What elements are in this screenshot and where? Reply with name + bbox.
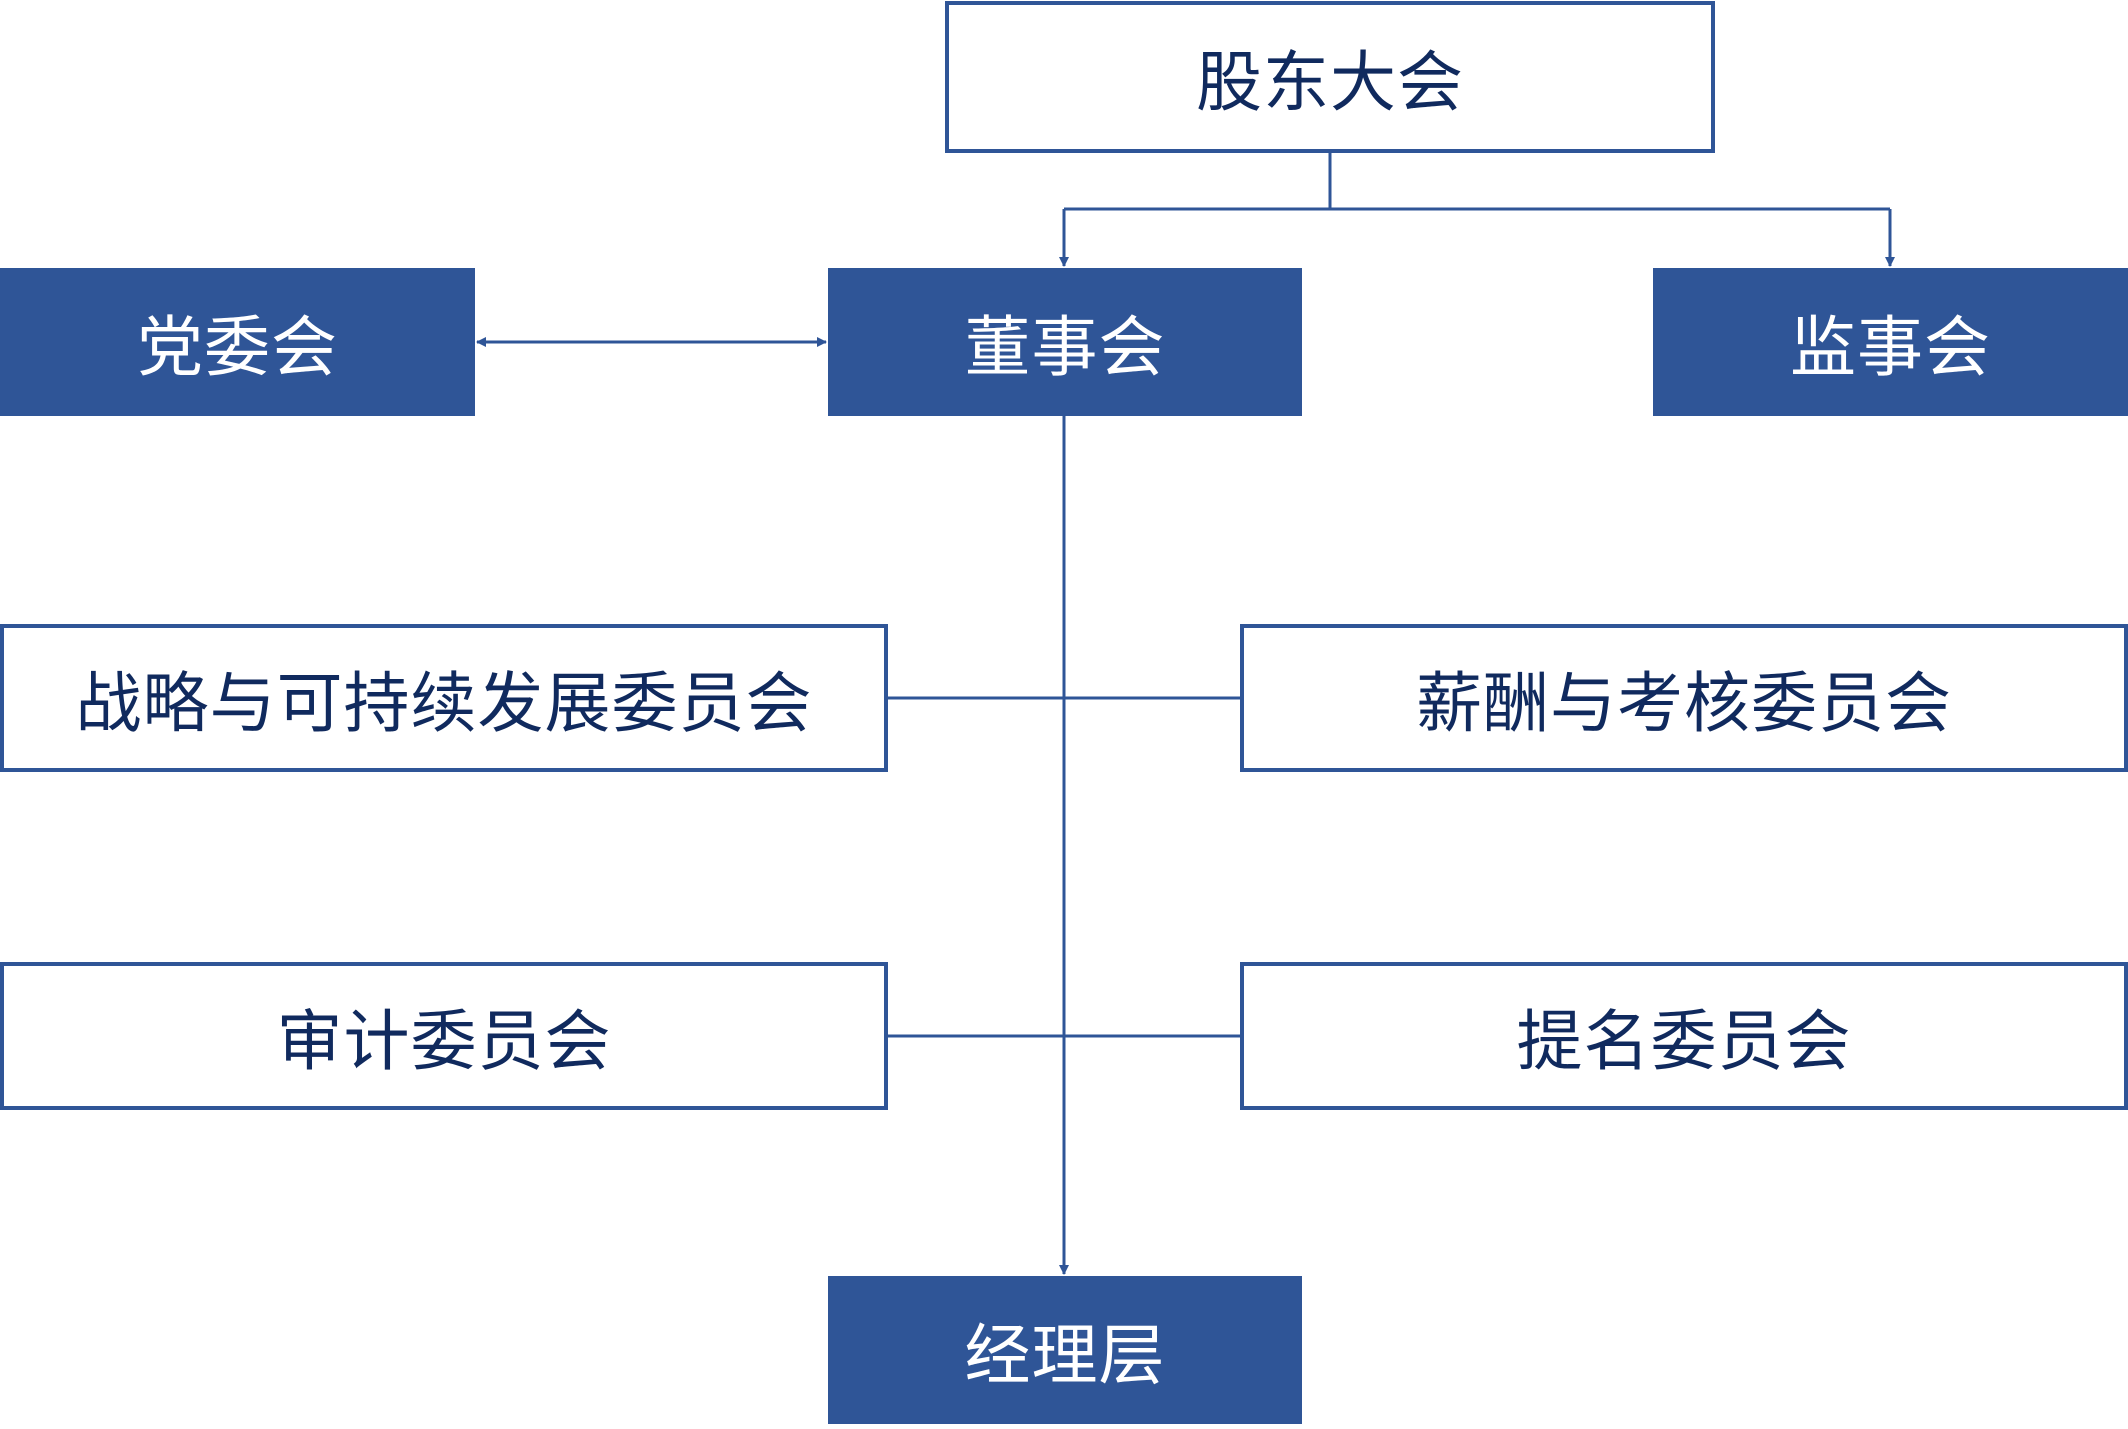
node-nomination-committee: 提名委员会 (1240, 962, 2128, 1110)
node-audit-committee: 审计委员会 (0, 962, 888, 1110)
node-management-label: 经理层 (964, 1317, 1166, 1394)
node-supervisory-board: 监事会 (1653, 268, 2128, 416)
node-board-of-directors: 董事会 (828, 268, 1302, 416)
node-management: 经理层 (828, 1276, 1302, 1424)
node-nomination-committee-label: 提名委员会 (1516, 1003, 1852, 1080)
node-compensation-committee-label: 薪酬与考核委员会 (1416, 665, 1952, 742)
node-strategy-committee: 战略与可持续发展委员会 (0, 624, 888, 772)
node-audit-committee-label: 审计委员会 (276, 1003, 612, 1080)
node-board-of-directors-label: 董事会 (964, 309, 1166, 386)
node-shareholders-meeting: 股东大会 (945, 1, 1715, 153)
node-strategy-committee-label: 战略与可持续发展委员会 (75, 665, 813, 742)
node-party-committee-label: 党委会 (137, 309, 338, 386)
node-compensation-committee: 薪酬与考核委员会 (1240, 624, 2128, 772)
node-supervisory-board-label: 监事会 (1790, 309, 1991, 386)
node-shareholders-meeting-label: 股东大会 (1196, 44, 1464, 121)
node-party-committee: 党委会 (0, 268, 475, 416)
